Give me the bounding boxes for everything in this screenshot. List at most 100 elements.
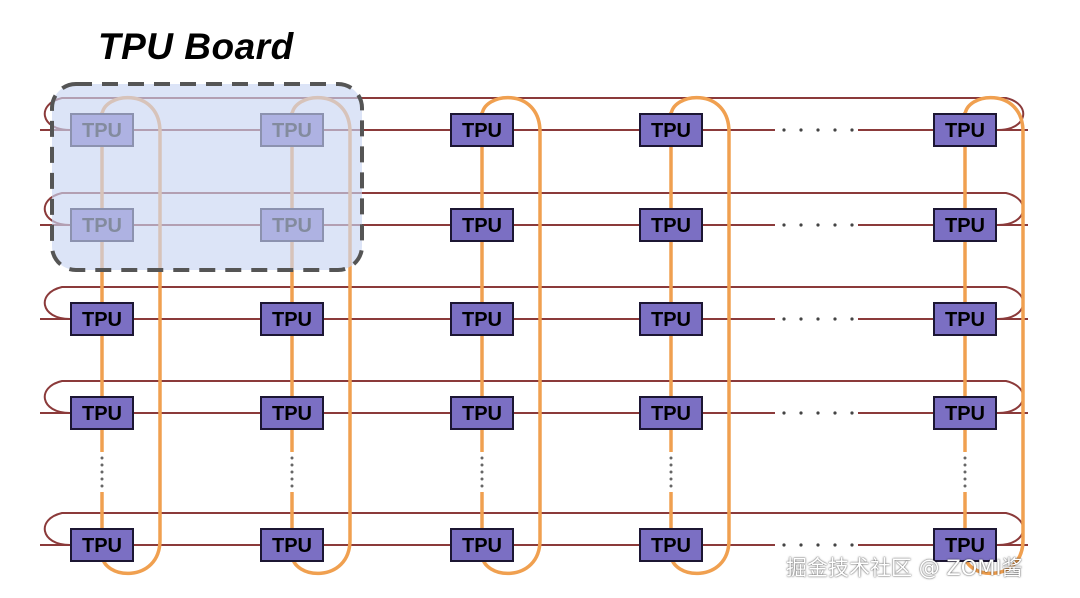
ellipsis-dot	[669, 456, 673, 460]
tpu-chip-box	[450, 302, 514, 336]
tpu-chip-box	[260, 528, 324, 562]
tpu-chip-box	[639, 113, 703, 147]
ellipsis-dot	[782, 223, 786, 227]
ellipsis-dot	[669, 463, 673, 467]
tpu-chip: TPU	[260, 396, 324, 430]
ellipsis-dot	[290, 456, 294, 460]
ellipsis-dot	[100, 456, 104, 460]
tpu-chip: TPU	[70, 396, 134, 430]
ellipsis-dot	[850, 223, 854, 227]
tpu-chip-box	[260, 302, 324, 336]
tpu-chip: TPU	[933, 396, 997, 430]
tpu-chip-box	[450, 208, 514, 242]
tpu-chip: TPU	[260, 528, 324, 562]
tpu-chip-label: TPU	[272, 309, 312, 331]
tpu-chip: TPU	[639, 302, 703, 336]
ellipsis-dot	[480, 470, 484, 474]
watermark: 掘金技术社区 @ ZOMI酱	[786, 556, 1023, 580]
ellipsis-dot	[963, 477, 967, 481]
tpu-chip-box	[70, 302, 134, 336]
ellipsis-dot	[850, 543, 854, 547]
column-wrap-link	[480, 96, 542, 575]
tpu-chip: TPU	[933, 113, 997, 147]
ellipsis-dot	[963, 456, 967, 460]
tpu-chip-label: TPU	[945, 309, 985, 331]
tpu-chip: TPU	[450, 302, 514, 336]
ellipsis-dot	[480, 463, 484, 467]
tpu-chip-box	[639, 528, 703, 562]
ellipsis-dot	[782, 543, 786, 547]
tpu-chip: TPU	[639, 208, 703, 242]
column-wrap-link	[669, 96, 731, 575]
tpu-chip-box	[639, 302, 703, 336]
row-wrap-link	[43, 380, 1025, 414]
ellipsis-dot	[850, 411, 854, 415]
ellipsis-dot	[782, 128, 786, 132]
ellipsis-dot	[100, 470, 104, 474]
tpu-chip-label: TPU	[272, 403, 312, 425]
ellipsis-dot	[480, 477, 484, 481]
tpu-chip-box	[933, 302, 997, 336]
ellipsis-dot	[833, 317, 837, 321]
row-wrap-link	[43, 512, 1025, 546]
ellipsis-dot	[816, 411, 820, 415]
ellipsis-dot	[816, 543, 820, 547]
tpu-chip-label: TPU	[945, 120, 985, 142]
ellipsis-dot	[833, 543, 837, 547]
tpu-chip-label: TPU	[82, 535, 122, 557]
tpu-chip: TPU	[639, 528, 703, 562]
tpu-chip-label: TPU	[82, 309, 122, 331]
tpu-board-highlight	[50, 82, 364, 272]
tpu-chip-label: TPU	[945, 403, 985, 425]
tpu-chip-box	[450, 528, 514, 562]
tpu-chip-box	[260, 396, 324, 430]
ellipsis-dot	[480, 456, 484, 460]
tpu-chip: TPU	[450, 208, 514, 242]
ellipsis-dot	[850, 128, 854, 132]
tpu-chip-label: TPU	[945, 215, 985, 237]
tpu-chip-box	[70, 396, 134, 430]
tpu-chip-label: TPU	[651, 403, 691, 425]
tpu-chip: TPU	[70, 528, 134, 562]
ellipsis-dot	[799, 543, 803, 547]
tpu-chip-label: TPU	[462, 215, 502, 237]
tpu-chip-label: TPU	[651, 309, 691, 331]
tpu-chip-box	[639, 396, 703, 430]
column-wrap-link	[963, 96, 1025, 575]
tpu-chip: TPU	[450, 396, 514, 430]
ellipsis-dot	[816, 223, 820, 227]
tpu-chip-box	[639, 208, 703, 242]
ellipsis-dot	[290, 484, 294, 488]
tpu-chip: TPU	[260, 302, 324, 336]
ellipsis-dot	[963, 484, 967, 488]
tpu-chip: TPU	[639, 396, 703, 430]
row-wrap-link	[43, 192, 1025, 226]
ellipsis-dot	[833, 223, 837, 227]
tpu-chip-box	[933, 113, 997, 147]
ellipsis-dot	[669, 484, 673, 488]
tpu-chip-label: TPU	[462, 535, 502, 557]
tpu-chip: TPU	[933, 302, 997, 336]
ellipsis-dot	[816, 128, 820, 132]
tpu-chip: TPU	[450, 113, 514, 147]
ellipsis-dot	[833, 411, 837, 415]
ellipsis-dot	[833, 128, 837, 132]
ellipsis-dot	[100, 477, 104, 481]
tpu-chip: TPU	[70, 302, 134, 336]
tpu-chip-box	[70, 528, 134, 562]
board-title: TPU Board	[98, 26, 294, 67]
ellipsis-dot	[669, 470, 673, 474]
tpu-chip-box	[933, 528, 997, 562]
tpu-chip-label: TPU	[651, 215, 691, 237]
tpu-chip-label: TPU	[651, 120, 691, 142]
ellipsis-dot	[480, 484, 484, 488]
tpu-chip-label: TPU	[462, 309, 502, 331]
ellipsis-dot	[782, 317, 786, 321]
tpu-chip: TPU	[933, 528, 997, 562]
tpu-chip: TPU	[933, 208, 997, 242]
ellipsis-dot	[100, 484, 104, 488]
ellipsis-dot	[290, 477, 294, 481]
tpu-chip-label: TPU	[82, 403, 122, 425]
tpu-chip-box	[933, 208, 997, 242]
